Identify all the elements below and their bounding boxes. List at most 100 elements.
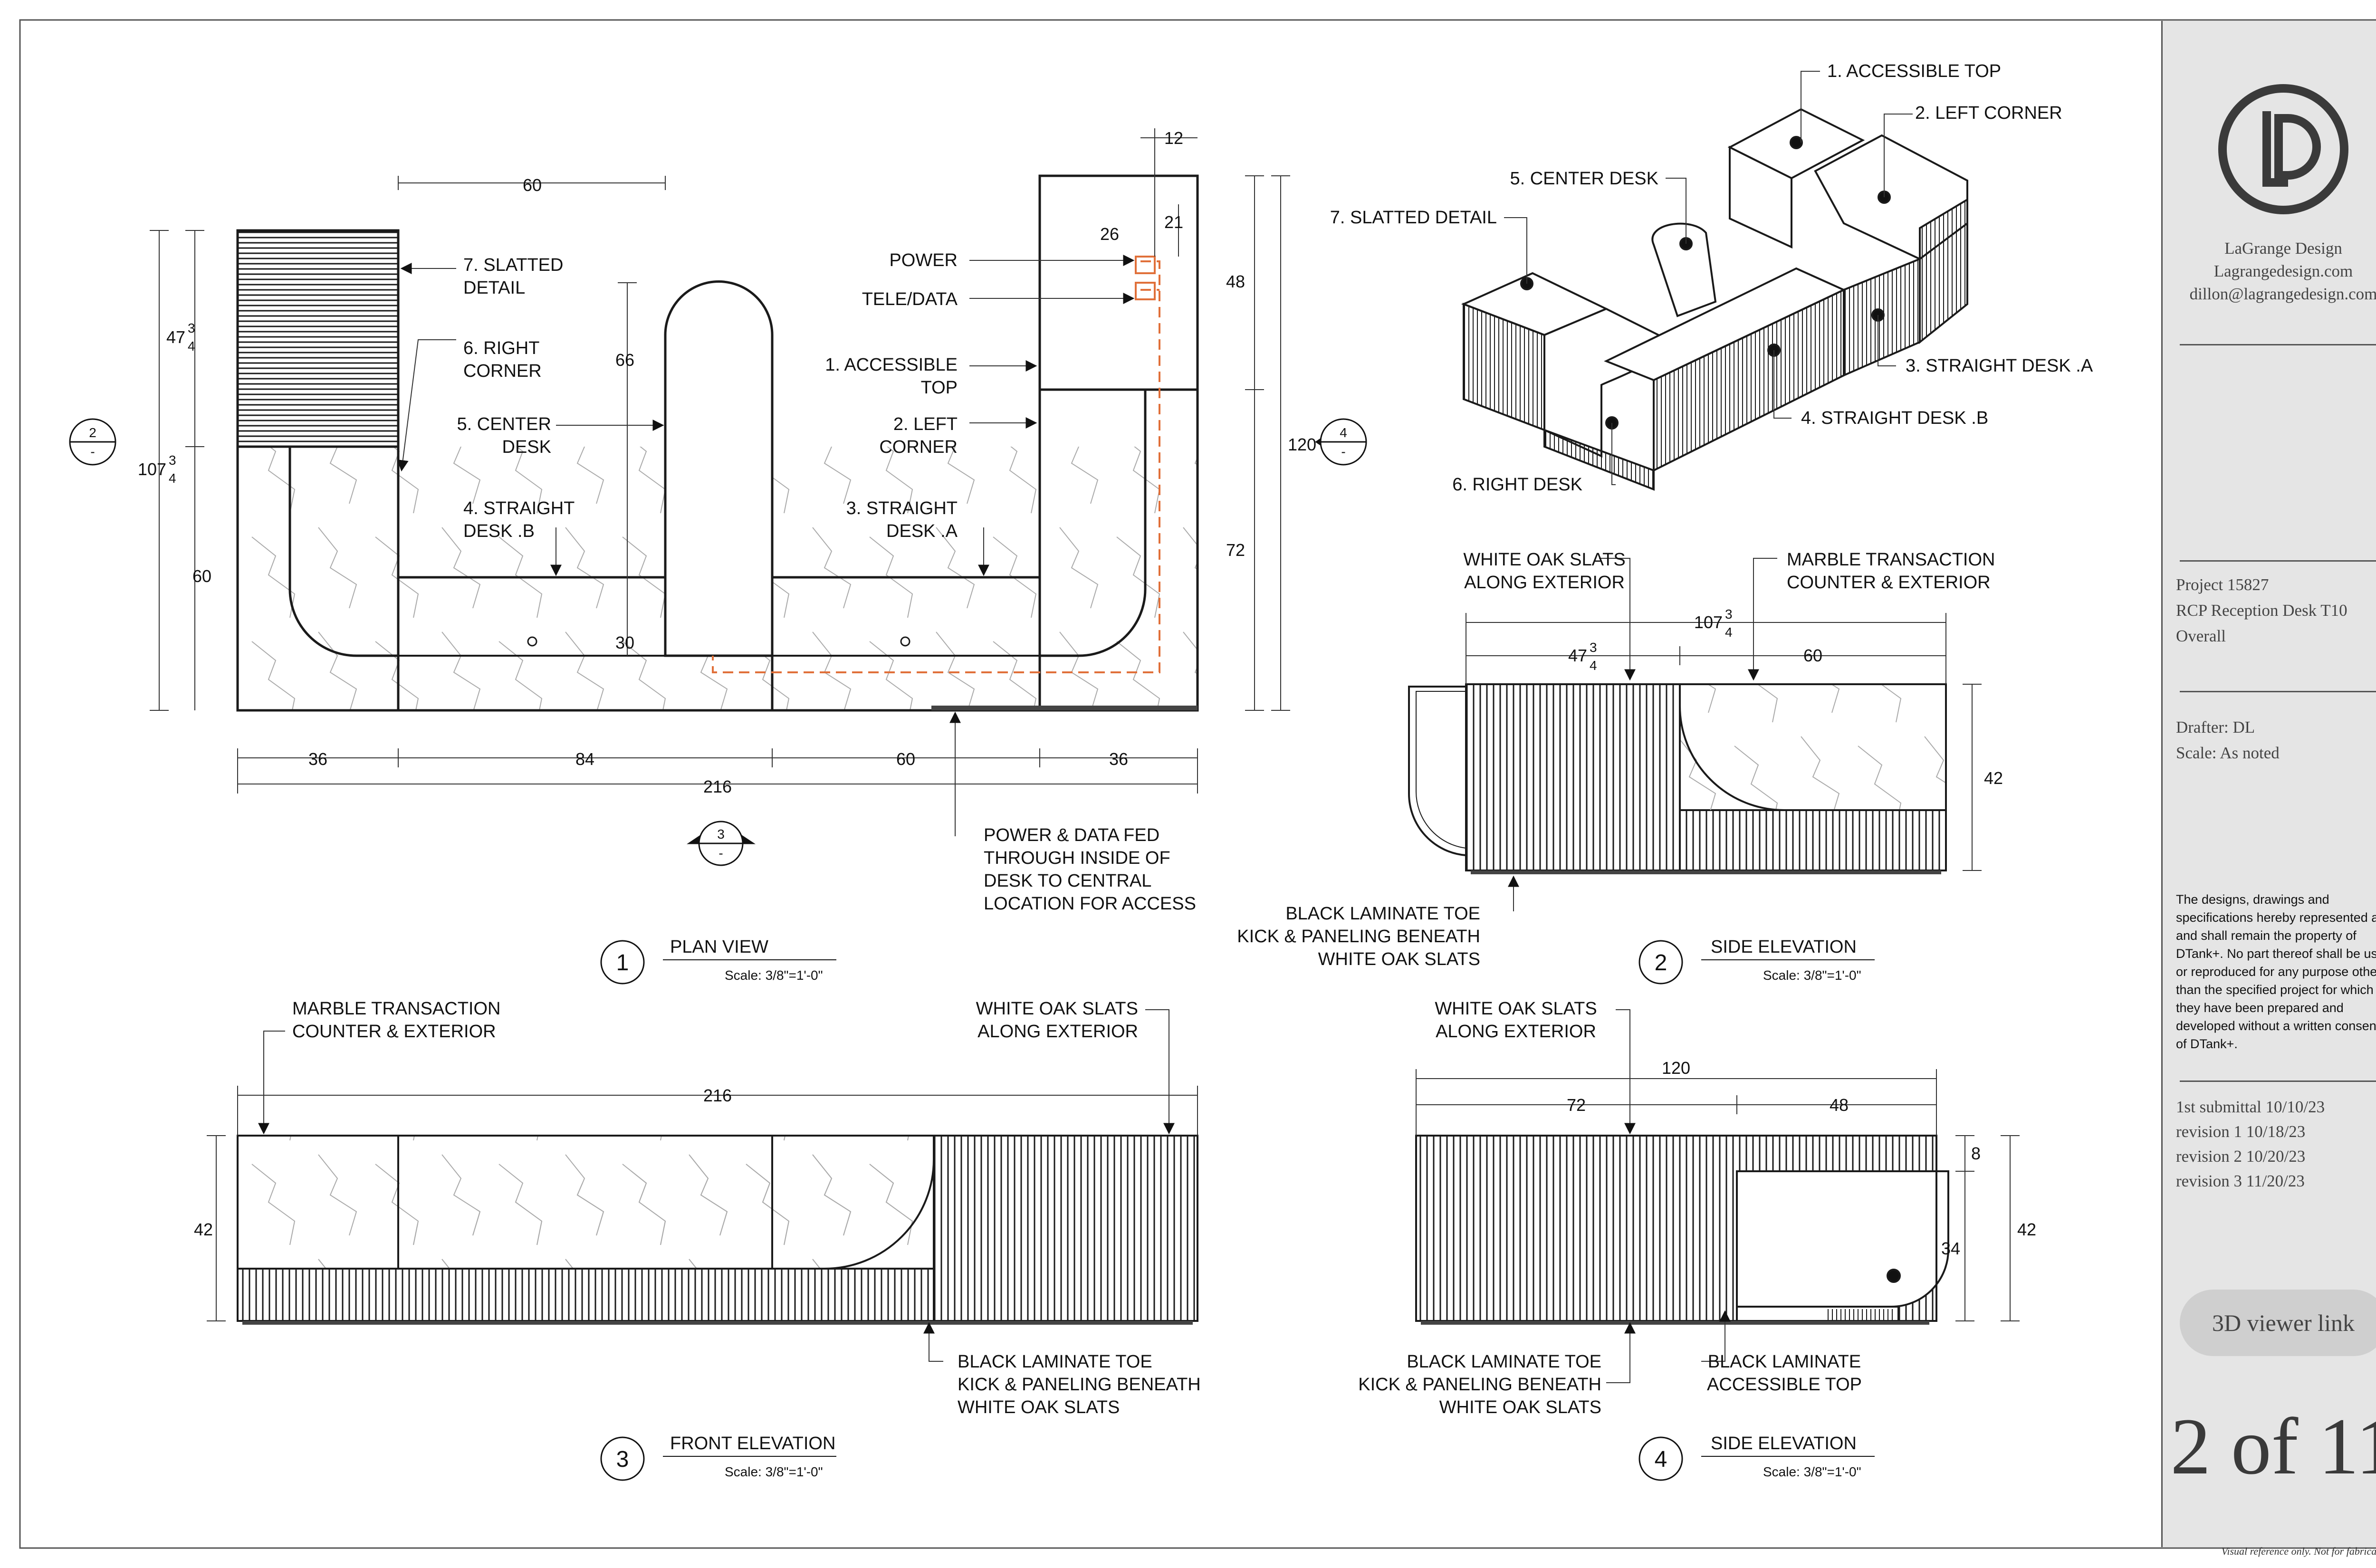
plan-view — [236, 174, 1199, 712]
side4-dim-right: 48 — [1830, 1095, 1849, 1115]
firm-website[interactable]: Lagrangedesign.com — [2213, 262, 2353, 280]
plan-accessible-top — [1038, 174, 1199, 391]
plan-black-laminate — [931, 706, 1198, 710]
side2-slats-right — [1679, 809, 1947, 871]
project-number: Project 15827 — [2176, 575, 2269, 594]
side2-dims — [1466, 613, 1982, 871]
revision-item: 1st submittal 10/10/23 — [2176, 1098, 2325, 1116]
iso-callout-right-desk: 6. RIGHT DESK — [1452, 475, 1582, 495]
iso-right-desk-base — [1543, 429, 1655, 491]
divider — [2180, 691, 2376, 692]
dim-120: 120 — [1288, 435, 1316, 454]
side4-dot — [1887, 1269, 1901, 1283]
plan-conduit — [712, 260, 1160, 673]
side4-dim-height: 42 — [2017, 1220, 2036, 1239]
svg-text:4: 4 — [1590, 658, 1597, 673]
project-info: Project 15827 RCP Reception Desk T10 Ove… — [2176, 572, 2347, 649]
front-toe-kick — [242, 1321, 1193, 1325]
side4-dim-inner: 34 — [1941, 1239, 1960, 1258]
dim-frac-den: 4 — [169, 471, 176, 486]
side2-dim-height: 42 — [1984, 768, 2003, 788]
iso-callout-straight-a: 3. STRAIGHT DESK .A — [1906, 356, 2093, 376]
iso-callout-straight-b: 4. STRAIGHT DESK .B — [1801, 408, 1988, 428]
dim-overall-216: 216 — [703, 777, 732, 796]
side4-dim-total: 120 — [1662, 1058, 1690, 1078]
3d-viewer-link-button[interactable]: 3D viewer link — [2180, 1290, 2376, 1356]
view-title-4: 4 SIDE ELEVATION Scale: 3/8"=1'-0" — [1638, 1434, 1875, 1481]
front-dims — [207, 1086, 1198, 1321]
side4-scale: Scale: 3/8"=1'-0" — [1763, 1464, 1861, 1479]
front-dim-height: 42 — [194, 1220, 213, 1239]
outlet-icon — [1135, 282, 1156, 300]
divider — [2180, 1080, 2376, 1082]
side2-toe-kick — [1471, 870, 1941, 874]
dim-60-left: 60 — [192, 566, 211, 586]
section-marker-4: 4 - — [1315, 418, 1367, 466]
revision-item: revision 2 10/20/23 — [2176, 1147, 2306, 1166]
drafter: Drafter: DL — [2176, 718, 2255, 736]
firm-info: LaGrange Design Lagrangedesign.com dillo… — [2163, 237, 2376, 306]
plan-view-title: PLAN VIEW — [670, 937, 768, 957]
view-title-2: 2 SIDE ELEVATION Scale: 3/8"=1'-0" — [1638, 937, 1875, 985]
section-marker-3: 3 - — [687, 821, 756, 866]
side2-title: SIDE ELEVATION — [1711, 937, 1857, 957]
svg-text:3: 3 — [616, 1447, 629, 1472]
svg-text:3: 3 — [717, 827, 725, 841]
iso-leaders — [1504, 71, 1913, 485]
side-elevation-2 — [1408, 683, 1947, 874]
side4-accessible-top — [1736, 1170, 1949, 1308]
iso-callout-accessible-top: 1. ACCESSIBLE TOP — [1827, 61, 2001, 81]
svg-text:4: 4 — [1725, 625, 1733, 640]
svg-text:3: 3 — [1590, 640, 1597, 655]
sheet-number: 2 of 11 — [2170, 1402, 2376, 1491]
divider — [2180, 344, 2376, 345]
dim-frac-num: 3 — [169, 453, 176, 468]
side4-leaders — [1606, 1009, 1731, 1383]
plan-center-desk — [664, 280, 774, 657]
side4-toe-kick — [1421, 1321, 1929, 1325]
svg-text:3: 3 — [1725, 607, 1733, 621]
front-marble-curve — [238, 1135, 935, 1270]
revision-item: revision 3 11/20/23 — [2176, 1172, 2305, 1190]
dim-66: 66 — [615, 350, 634, 370]
view-title-1: 1 PLAN VIEW Scale: 3/8"=1'-0" — [600, 937, 836, 985]
svg-text:-: - — [1341, 444, 1345, 459]
grommet-icon — [527, 636, 537, 647]
revision-list: 1st submittal 10/10/23 revision 1 10/18/… — [2176, 1095, 2325, 1194]
dim-bottom-84: 84 — [575, 749, 594, 769]
side4-dim-top: 8 — [1971, 1144, 1981, 1163]
front-title: FRONT ELEVATION — [670, 1434, 835, 1453]
dim-bottom-36b: 36 — [1109, 749, 1128, 769]
svg-text:-: - — [719, 846, 723, 860]
side2-accessible-inner — [1415, 691, 1466, 849]
dim-frac-num: 3 — [188, 321, 195, 335]
iso-callout-text: 1. ACCESSIBLE TOP 2. LEFT CORNER 5. CENT… — [1330, 61, 2093, 495]
section-marker-2: 2 - — [69, 418, 116, 466]
iso-dot-1 — [1790, 136, 1803, 149]
drawing-scale: Scale: As noted — [2176, 744, 2280, 762]
callout-teledata: TELE/DATA — [862, 289, 958, 309]
dim-30: 30 — [615, 633, 634, 652]
plan-inner-curve — [288, 390, 1147, 657]
front-elevation — [237, 1135, 1198, 1325]
ld-logo-icon — [2218, 84, 2348, 214]
sheet-border — [19, 19, 2376, 1549]
dim-frac-den: 4 — [188, 339, 195, 354]
side4-base-slats — [1825, 1309, 1896, 1321]
dim-bottom-36: 36 — [308, 749, 327, 769]
front-scale: Scale: 3/8"=1'-0" — [725, 1464, 823, 1479]
side2-marble — [1680, 684, 1946, 810]
firm-email[interactable]: dillon@lagrangedesign.com — [2189, 285, 2376, 303]
firm-name: LaGrange Design — [2224, 239, 2342, 258]
side2-dim-left: 47 — [1568, 646, 1587, 665]
